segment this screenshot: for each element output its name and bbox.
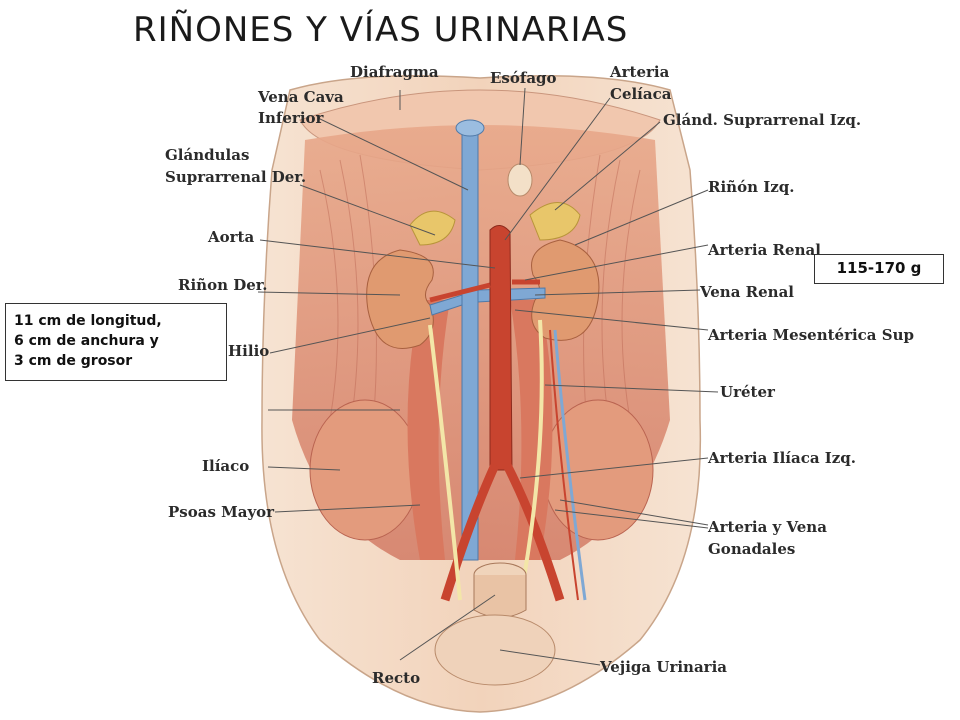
- label-iliaco: Ilíaco: [202, 457, 250, 475]
- label-rinon-izq: Riñón Izq.: [708, 178, 795, 196]
- dimension-thickness: 3 cm de grosor: [14, 353, 133, 369]
- ureter-left: [518, 319, 544, 601]
- ureter-right: [428, 324, 462, 601]
- iliac-muscle-right: [309, 399, 421, 541]
- label-arteria-mesenterica: Arteria Mesentérica Sup: [708, 326, 914, 344]
- label-vena-cava-2: Inferior: [258, 109, 324, 127]
- label-arteria-renal: Arteria Renal: [708, 241, 821, 259]
- label-vena-cava-1: Vena Cava: [258, 88, 344, 106]
- label-recto: Recto: [372, 669, 421, 687]
- psoas-right: [407, 300, 450, 560]
- urinary-bladder: [434, 614, 556, 686]
- leader-lines: [257, 87, 719, 666]
- label-gonadales-1: Arteria y Vena: [708, 518, 827, 536]
- page-title: RIÑONES Y VÍAS URINARIAS: [133, 10, 629, 50]
- label-ureter: Uréter: [720, 383, 775, 401]
- label-gonadales-2: Gonadales: [708, 540, 796, 558]
- label-gland-izq: Glánd. Suprarrenal Izq.: [663, 111, 862, 129]
- dimension-width: 6 cm de anchura y: [14, 333, 159, 349]
- kidney-dimensions-box: 11 cm de longitud, 6 cm de anchura y 3 c…: [5, 303, 227, 381]
- inferior-vena-cava: [461, 124, 479, 561]
- label-diafragma: Diafragma: [350, 63, 439, 81]
- label-arteria-iliaca: Arteria Ilíaca Izq.: [708, 449, 857, 467]
- label-arteria-celiaca-2: Celíaca: [610, 85, 672, 103]
- label-rinon-der: Riñon Der.: [178, 276, 268, 294]
- label-hilio: Hilio: [228, 342, 270, 360]
- adrenal-left: [529, 202, 581, 241]
- kidney-right: [366, 249, 434, 349]
- label-psoas: Psoas Mayor: [168, 503, 275, 521]
- iliac-artery-right: [440, 463, 500, 602]
- label-aorta: Aorta: [208, 228, 255, 246]
- dimension-length: 11 cm de longitud,: [14, 313, 162, 329]
- kidney-left: [531, 239, 600, 341]
- aorta: [489, 225, 513, 471]
- label-arteria-celiaca-1: Arteria: [610, 63, 670, 81]
- label-vejiga: Vejiga Urinaria: [600, 658, 727, 676]
- renal-artery-right: [429, 282, 491, 303]
- label-glandulas-1: Glándulas: [165, 146, 250, 164]
- label-esofago: Esófago: [490, 69, 557, 87]
- label-vena-renal: Vena Renal: [700, 283, 794, 301]
- adrenal-right: [409, 210, 456, 246]
- iliac-artery-left: [502, 462, 565, 602]
- renal-vein-right: [429, 294, 463, 316]
- esophagus: [507, 163, 533, 197]
- kidney-weight-box: 115-170 g: [814, 254, 944, 284]
- label-glandulas-2: Suprarrenal Der.: [165, 168, 307, 186]
